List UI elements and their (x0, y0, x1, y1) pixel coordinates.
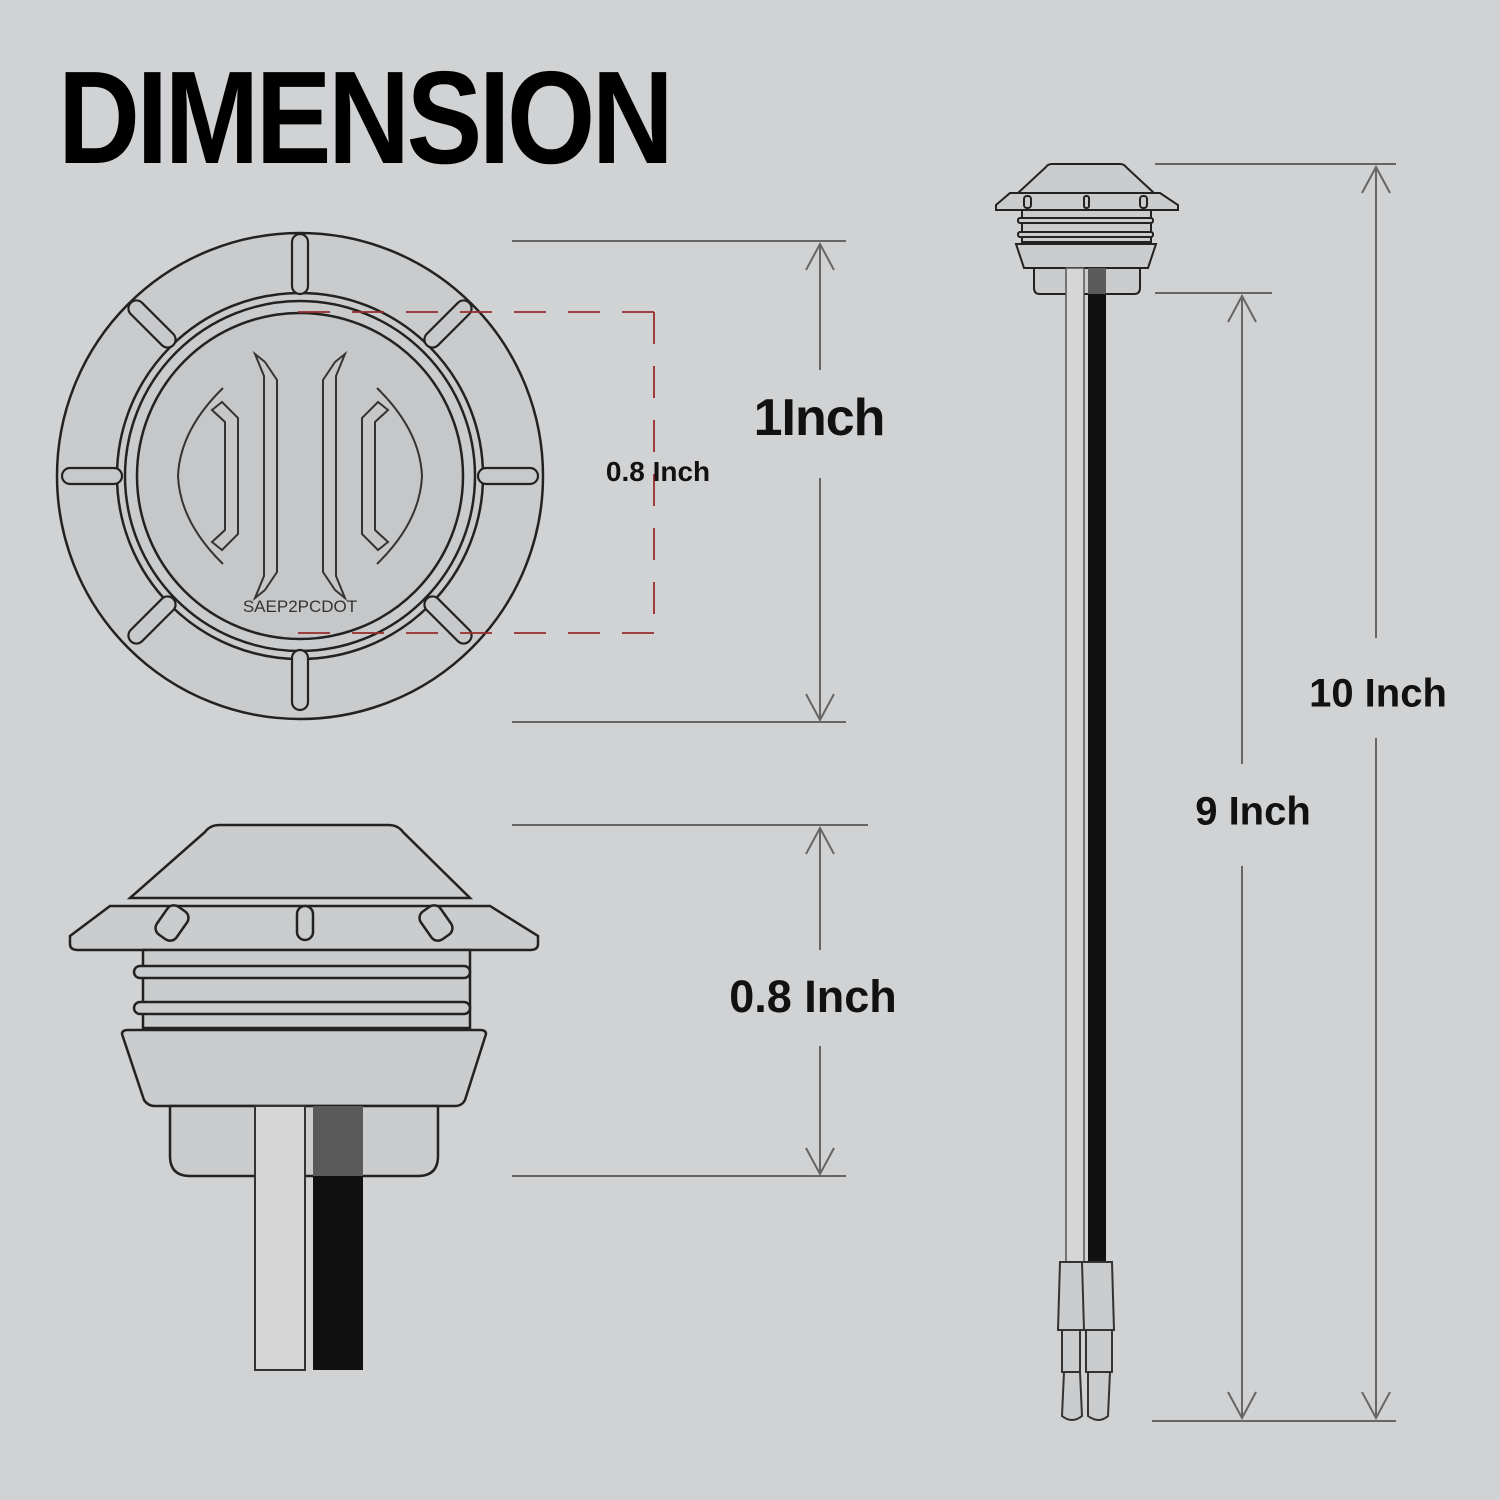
side-view-wires (254, 1105, 363, 1371)
top-view-light (55, 231, 545, 721)
dim-side-height (512, 824, 868, 1177)
flange-slots (60, 232, 540, 712)
long-view-light (995, 163, 1179, 295)
label-lens-diameter: 0.8 Inch (605, 456, 711, 487)
label-side-height: 0.8 Inch (729, 971, 897, 1022)
label-total-length: 10 Inch (1309, 671, 1447, 716)
dim-1inch (512, 240, 846, 723)
long-view-wires (1065, 267, 1106, 1264)
label-top-diameter: 1Inch (753, 389, 886, 447)
lens-marking: SAEP2PCDOT (243, 597, 357, 616)
dim-10inch (1152, 163, 1396, 1422)
lens-guide (298, 311, 655, 634)
side-view-light (68, 823, 540, 1178)
label-wire-length: 9 Inch (1195, 789, 1311, 834)
connectors (1056, 1261, 1116, 1421)
lens-ribs (176, 350, 424, 602)
dim-9inch (1155, 292, 1272, 1421)
page-title: DIMENSION (58, 44, 674, 191)
